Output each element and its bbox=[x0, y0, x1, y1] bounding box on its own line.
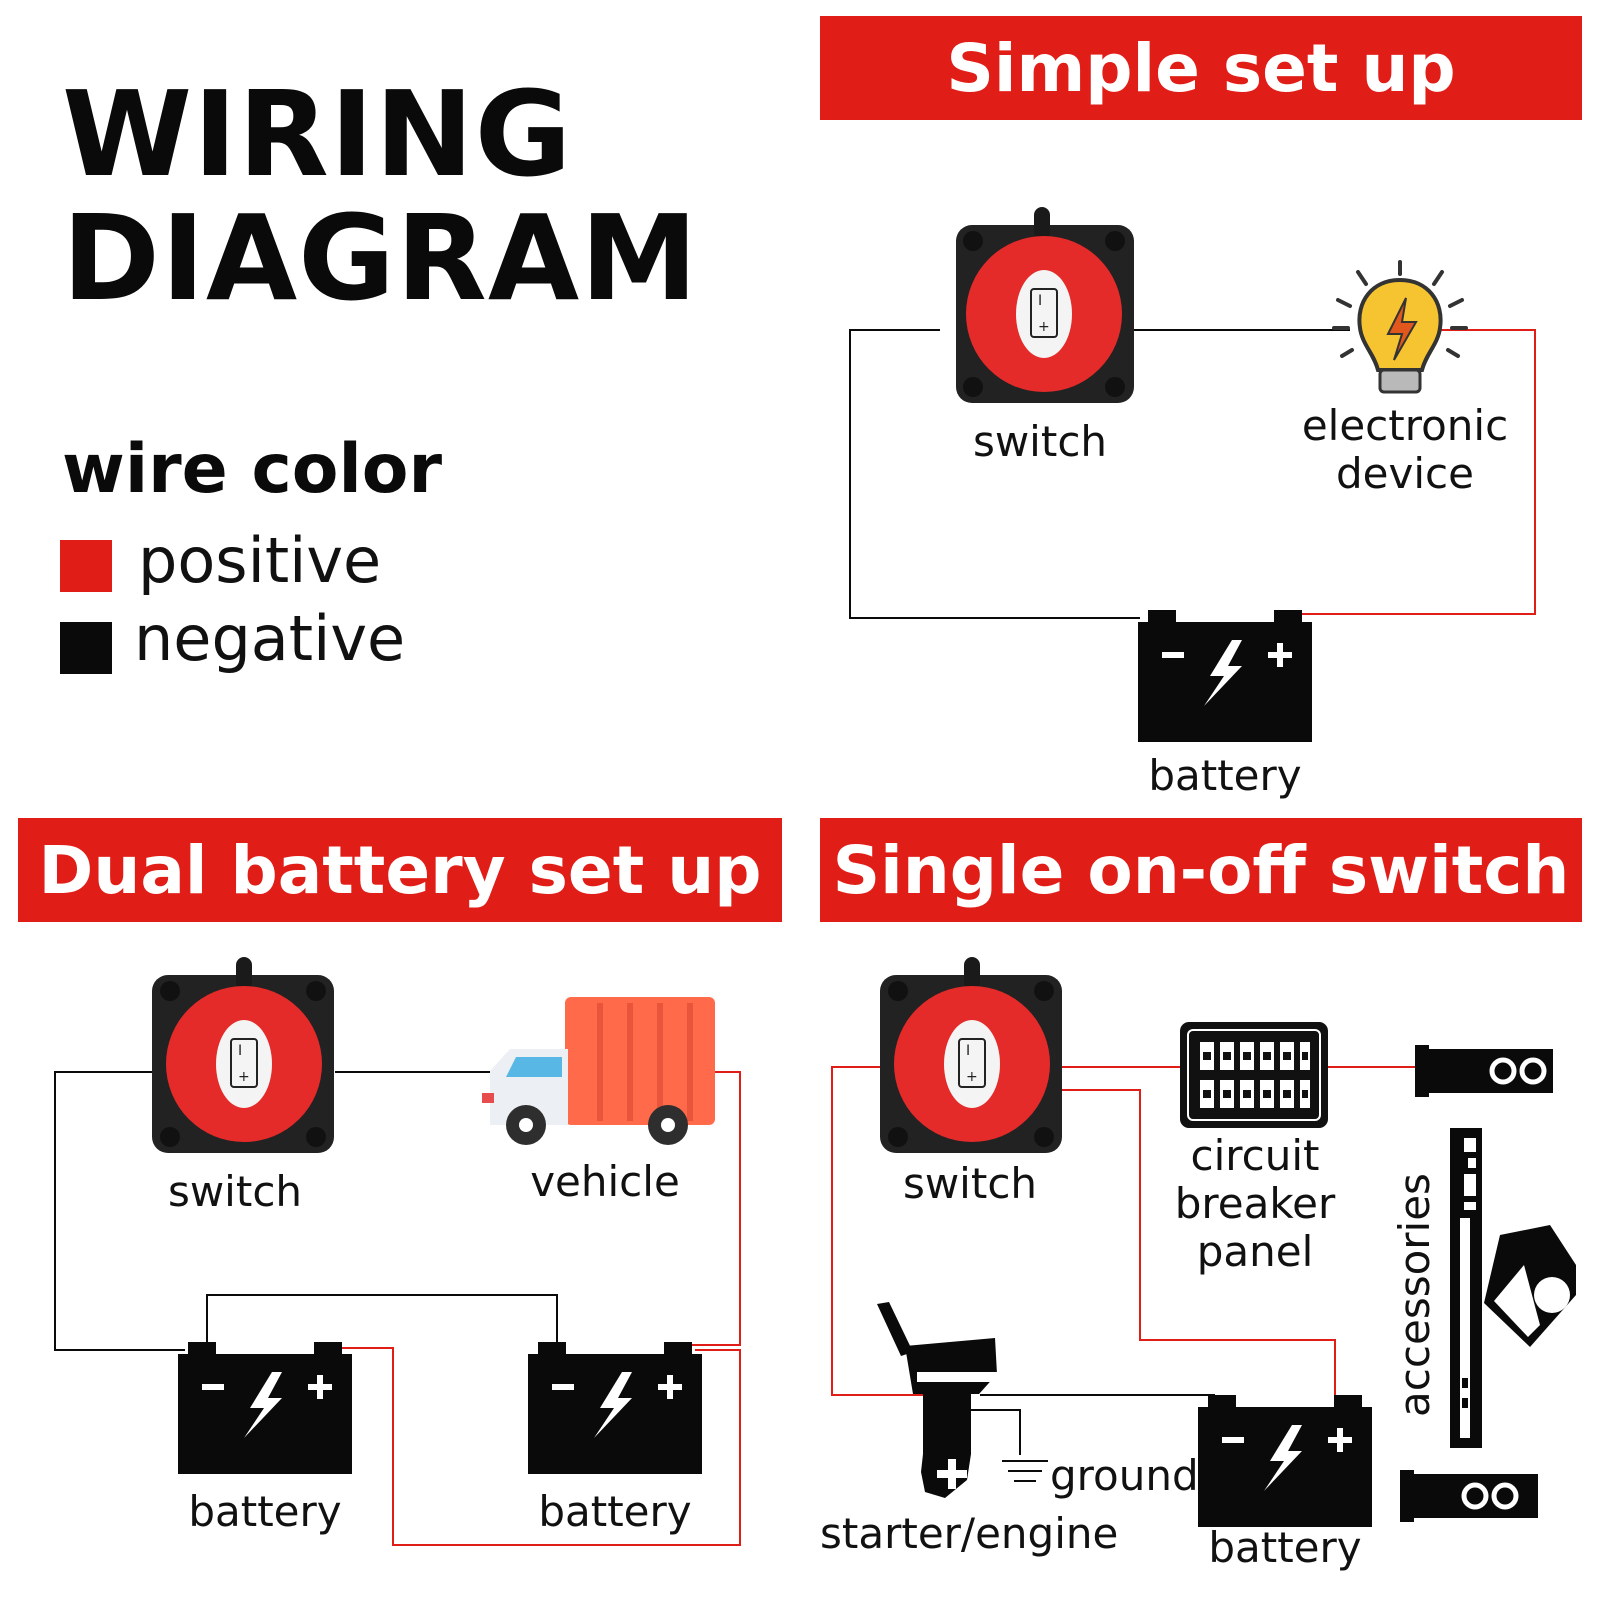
single-switch-label: switch bbox=[902, 1159, 1038, 1208]
dual-battery-1-label: battery bbox=[188, 1487, 342, 1536]
title-line-2: DIAGRAM bbox=[62, 189, 699, 327]
battery-icon bbox=[1198, 1395, 1372, 1527]
accessory-light-icon bbox=[1415, 1045, 1553, 1097]
simple-negative-wire bbox=[849, 329, 1140, 619]
simple-positive-wire bbox=[1290, 329, 1536, 615]
svg-text:I: I bbox=[1038, 293, 1042, 309]
outboard-motor-icon bbox=[877, 1302, 1007, 1498]
legend-negative: negative bbox=[134, 602, 406, 675]
breaker-label: circuit breaker panel bbox=[1160, 1132, 1350, 1276]
ground-label: ground bbox=[1050, 1451, 1199, 1500]
banner-simple: Simple set up bbox=[820, 16, 1582, 120]
ground-icon bbox=[1002, 1460, 1048, 1482]
accessory-light-icon bbox=[1400, 1470, 1538, 1522]
page-title: WIRING DIAGRAM bbox=[62, 72, 699, 320]
lightbulb-icon bbox=[1332, 260, 1468, 394]
dual-vehicle-label: vehicle bbox=[530, 1157, 680, 1206]
svg-text:+: + bbox=[1038, 319, 1050, 335]
device-label-line-1: electronic bbox=[1301, 401, 1509, 450]
breaker-label-line-2: breaker bbox=[1174, 1179, 1336, 1228]
battery-icon bbox=[528, 1342, 702, 1474]
svg-text:+: + bbox=[966, 1069, 978, 1085]
single-battery-label: battery bbox=[1208, 1523, 1362, 1572]
single-red-wire-left bbox=[831, 1066, 928, 1396]
engine-label: starter/engine bbox=[820, 1509, 1119, 1558]
dual-switch-label: switch bbox=[167, 1167, 303, 1216]
legend-heading: wire color bbox=[62, 430, 443, 509]
svg-text:+: + bbox=[238, 1069, 250, 1085]
legend-positive: positive bbox=[138, 524, 382, 597]
accessory-bar-icon bbox=[1450, 1128, 1482, 1448]
svg-text:I: I bbox=[238, 1043, 242, 1059]
banner-dual: Dual battery set up bbox=[18, 818, 782, 922]
accessory-camera-icon bbox=[1484, 1225, 1576, 1347]
single-switch-to-battery-wire bbox=[1058, 1089, 1336, 1398]
battery-icon bbox=[178, 1342, 352, 1474]
banner-single: Single on-off switch bbox=[820, 818, 1582, 922]
simple-switch-label: switch bbox=[972, 417, 1108, 466]
switch-icon: I + bbox=[956, 207, 1134, 403]
positive-swatch bbox=[60, 540, 112, 592]
simple-device-label: electronic device bbox=[1290, 402, 1520, 498]
dual-positive-wire-2 bbox=[330, 1347, 741, 1546]
breaker-label-line-1: circuit bbox=[1190, 1131, 1320, 1180]
svg-text:I: I bbox=[966, 1043, 970, 1059]
dual-positive-wire-1 bbox=[680, 1071, 741, 1346]
breaker-label-line-3: panel bbox=[1196, 1227, 1314, 1276]
simple-battery-label: battery bbox=[1148, 751, 1302, 800]
switch-icon: I + bbox=[152, 957, 334, 1153]
battery-icon bbox=[1138, 610, 1312, 742]
accessories-label: accessories bbox=[1390, 1173, 1440, 1417]
device-label-line-2: device bbox=[1336, 449, 1474, 498]
title-line-1: WIRING bbox=[62, 65, 573, 203]
single-ground-wire bbox=[965, 1409, 1021, 1455]
switch-icon: I + bbox=[880, 957, 1062, 1153]
negative-swatch bbox=[60, 622, 112, 674]
dual-battery-link-wire bbox=[206, 1294, 558, 1348]
circuit-breaker-icon bbox=[1180, 1022, 1328, 1128]
dual-battery-2-label: battery bbox=[538, 1487, 692, 1536]
accessories-label-wrap: accessories bbox=[1375, 1173, 1455, 1417]
truck-icon bbox=[482, 997, 715, 1145]
dual-negative-wire bbox=[54, 1071, 185, 1351]
